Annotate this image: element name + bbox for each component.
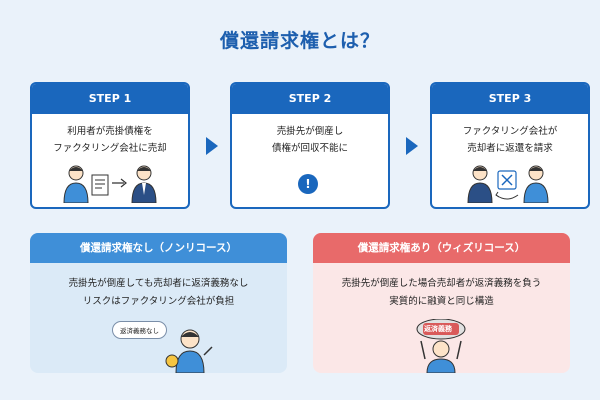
step-1-line-2: ファクタリング会社に売却 <box>53 143 167 154</box>
step-1-illustration <box>63 165 157 203</box>
non-recourse-panel: 償還請求権なし（ノンリコース） 売掛先が倒産しても売却者に返済義務なし リスクは… <box>30 233 287 373</box>
repayment-weight-label: 返済義務 <box>424 325 452 333</box>
step-3-label: STEP 3 <box>432 84 588 114</box>
recourse-title: 償還請求権あり（ウィズリコース） <box>313 233 570 263</box>
transfer-arrow-icon <box>112 178 127 188</box>
recourse-line-2: 実質的に融資と同じ構造 <box>389 296 494 307</box>
non-recourse-title: 償還請求権なし（ノンリコース） <box>30 233 287 263</box>
factoring-person-icon <box>467 165 493 203</box>
step-1-label: STEP 1 <box>32 84 188 114</box>
step-2-card: STEP 2 売掛先が倒産し 債権が回収不能に ! <box>230 82 390 209</box>
step-3-line-1: ファクタリング会社が <box>462 126 558 137</box>
non-recourse-text: 売掛先が倒産しても売却者に返済義務なし リスクはファクタリング会社が負担 <box>30 275 287 311</box>
flow-arrow-icon <box>206 137 218 155</box>
recourse-text: 売掛先が倒産した場合売却者が返済義務を負う 実質的に融資と同じ構造 <box>313 275 570 311</box>
recourse-panel: 償還請求権あり（ウィズリコース） 売掛先が倒産した場合売却者が返済義務を負う 実… <box>313 233 570 373</box>
relieved-person-icon <box>165 329 213 373</box>
factoring-person-icon <box>131 165 157 203</box>
step-3-text: ファクタリング会社が 売却者に返還を請求 <box>432 123 588 157</box>
step-1-text: 利用者が売掛債権を ファクタリング会社に売却 <box>32 123 188 157</box>
page-title: 償還請求権とは？ <box>219 30 380 52</box>
return-cycle-arrow-icon <box>495 191 519 200</box>
seller-person-icon <box>63 165 89 203</box>
alert-icon: ! <box>298 174 318 194</box>
non-recourse-line-1: 売掛先が倒産しても売却者に返済義務なし <box>68 278 249 289</box>
invoice-document-icon <box>91 174 109 196</box>
step-3-card: STEP 3 ファクタリング会社が 売却者に返還を請求 <box>430 82 590 209</box>
seller-person-icon <box>523 165 549 203</box>
flow-arrow-icon <box>406 137 418 155</box>
step-3-illustration <box>467 165 549 203</box>
cross-icon <box>497 170 517 190</box>
no-repayment-bubble: 返済義務なし <box>112 321 167 339</box>
recourse-line-1: 売掛先が倒産した場合売却者が返済義務を負う <box>341 278 542 289</box>
step-1-line-1: 利用者が売掛債権を <box>67 126 153 137</box>
step-2-line-1: 売掛先が倒産し <box>276 126 344 137</box>
step-2-text: 売掛先が倒産し 債権が回収不能に <box>232 123 388 157</box>
step-2-line-2: 債権が回収不能に <box>271 143 348 154</box>
step-1-card: STEP 1 利用者が売掛債権を ファクタリング会社に売却 <box>30 82 190 209</box>
non-recourse-line-2: リスクはファクタリング会社が負担 <box>82 296 235 307</box>
burdened-person-icon <box>416 319 466 373</box>
step-2-label: STEP 2 <box>232 84 388 114</box>
step-3-line-2: 売却者に返還を請求 <box>467 143 553 154</box>
